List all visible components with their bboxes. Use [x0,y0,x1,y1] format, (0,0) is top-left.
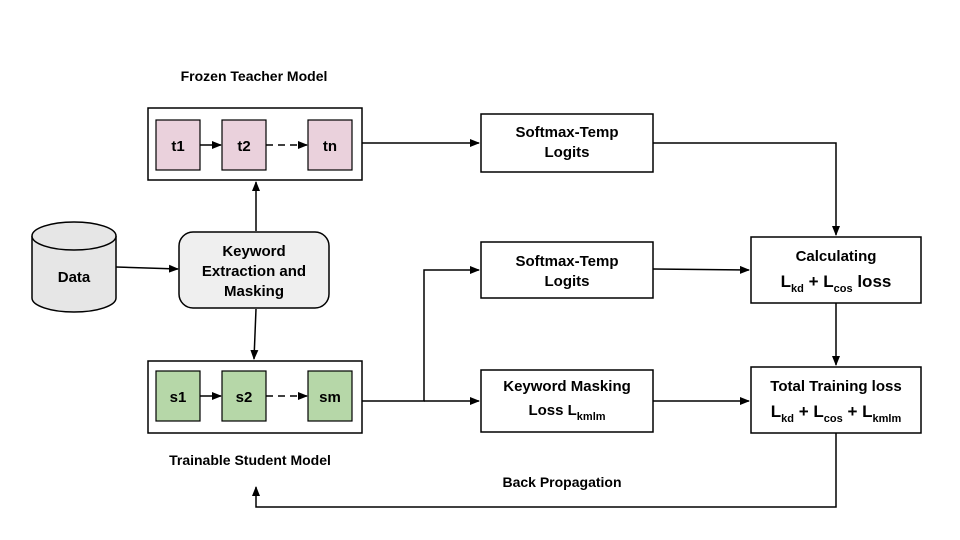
student-token-m: sm [319,389,341,406]
teacher-softmax-line-2: Logits [545,144,590,161]
arrow-back-propagation [252,433,837,508]
back-propagation-label: Back Propagation [502,474,621,490]
teacher-softmax-box [480,113,654,173]
calculating-loss-line-1: Calculating [796,248,877,265]
data-label: Data [58,269,91,286]
total-training-loss-line-1: Total Training loss [770,378,901,395]
teacher-token-box-2 [221,119,267,171]
teacher-token-2: t2 [237,138,250,155]
student-token-2: s2 [236,389,253,406]
data-database-icon [31,221,117,313]
teacher-softmax-line-1: Softmax-Temp [515,124,618,141]
keyword-extraction-box [178,231,330,309]
keyword-masking-loss-box [480,369,654,433]
teacher-token-1: t1 [171,138,184,155]
keyword-masking-loss-line-2: Loss Lkmlm [528,402,605,423]
arrow-teacher-softmax-to-calc [653,142,840,236]
student-softmax-line-2: Logits [545,273,590,290]
teacher-token-box-1 [155,119,201,171]
arrow-keyword-to-student [250,308,259,360]
teacher-token-box-n [307,119,353,171]
teacher-token-n: tn [323,138,337,155]
keyword-extraction-line-1: Keyword [222,243,285,260]
arrow-data-to-keyword [115,264,179,273]
teacher-model-container: t1 t2 tn [147,107,363,181]
student-token-box-1 [155,370,201,422]
student-token-box-2 [221,370,267,422]
total-training-loss-box [750,366,922,434]
student-token-box-m [307,370,353,422]
total-training-loss-formula: Lkd + Lcos + Lkmlm [771,402,902,425]
calculating-loss-formula: Lkd + Lcos loss [781,272,892,295]
arrow-student-to-softmax [362,266,480,402]
calculating-loss-box [750,236,922,304]
keyword-extraction-line-2: Extraction and [202,263,306,280]
student-model-container: s1 s2 sm [147,360,363,434]
teacher-model-title: Frozen Teacher Model [181,68,328,84]
keyword-extraction-line-3: Masking [224,283,284,300]
arrow-student-softmax-to-calc [652,265,750,274]
keyword-masking-loss-line-1: Keyword Masking [503,378,631,395]
student-softmax-line-1: Softmax-Temp [515,253,618,270]
student-model-title: Trainable Student Model [169,452,331,468]
student-token-1: s1 [170,389,187,406]
student-softmax-box [480,241,654,299]
